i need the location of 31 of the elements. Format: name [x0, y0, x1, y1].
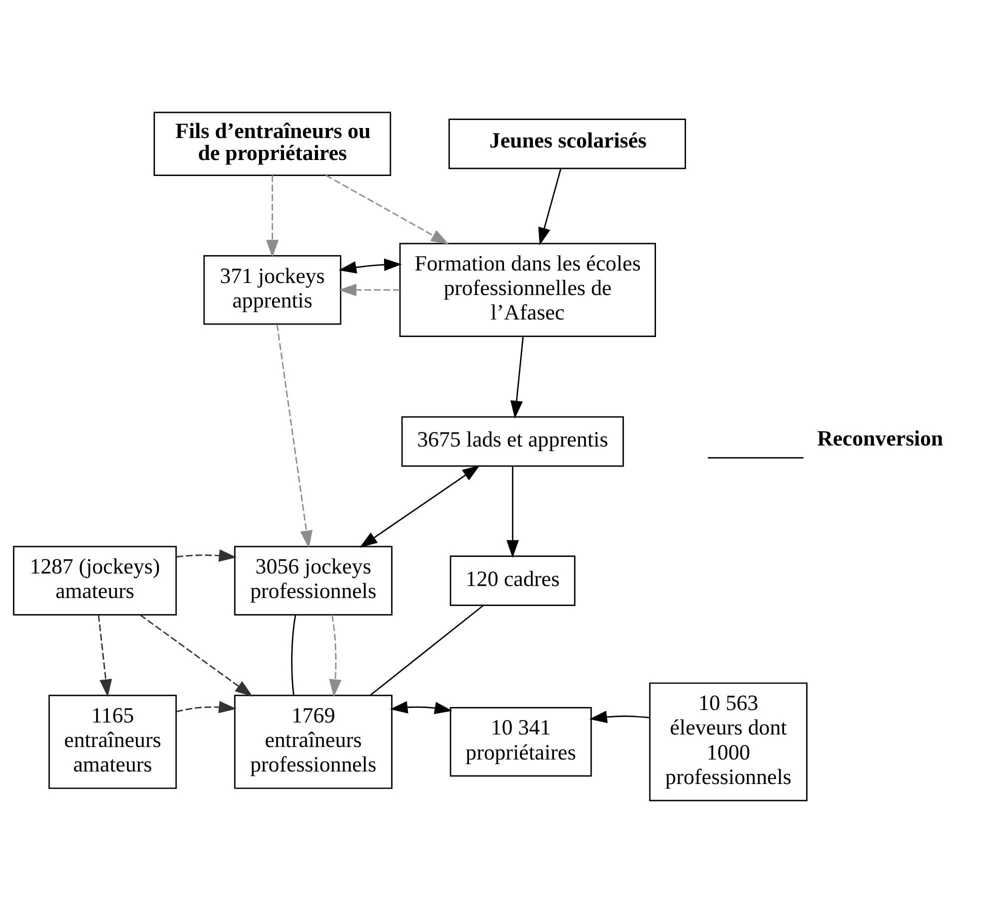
arrow: [98, 614, 112, 697]
arrow: [390, 700, 452, 714]
node-box: 1769 entraîneurs professionnels: [234, 694, 392, 788]
node-box: 371 jockeys apprentis: [203, 254, 342, 324]
node-box: 10 563 éleveurs dont 1000 professionnels: [649, 682, 808, 801]
arrow: [360, 464, 480, 548]
arrow: [140, 614, 253, 696]
legend-label: Reconversion: [817, 426, 944, 450]
arrow: [338, 283, 400, 296]
arrow: [538, 168, 562, 245]
node-box: 3056 jockeys professionnels: [234, 545, 392, 616]
connector: [370, 604, 484, 696]
arrow: [589, 710, 650, 723]
arrow: [176, 548, 237, 562]
node-box: Fils d’entraîneurs ou de propriétaires: [154, 111, 392, 176]
arrow: [276, 324, 313, 548]
node-box: 3675 lads et apprentis: [401, 416, 624, 466]
arrow: [506, 466, 519, 558]
node-box: 1165 entraîneurs amateurs: [48, 694, 177, 788]
node-box: Formation dans les écoles professionnelles de l’Afasec: [399, 242, 656, 337]
connector: [291, 614, 296, 695]
node-box: Jeunes scolarisés: [448, 118, 686, 169]
arrow: [510, 336, 524, 418]
node-box: 10 341 propriétaires: [450, 706, 592, 776]
arrow: [176, 700, 237, 713]
arrow: [338, 258, 402, 273]
arrow: [326, 174, 449, 244]
node-box: 120 cadres: [450, 554, 576, 606]
arrow: [329, 614, 342, 697]
arrow: [266, 174, 279, 258]
node-box: 1287 (jockeys) amateurs: [12, 545, 177, 616]
